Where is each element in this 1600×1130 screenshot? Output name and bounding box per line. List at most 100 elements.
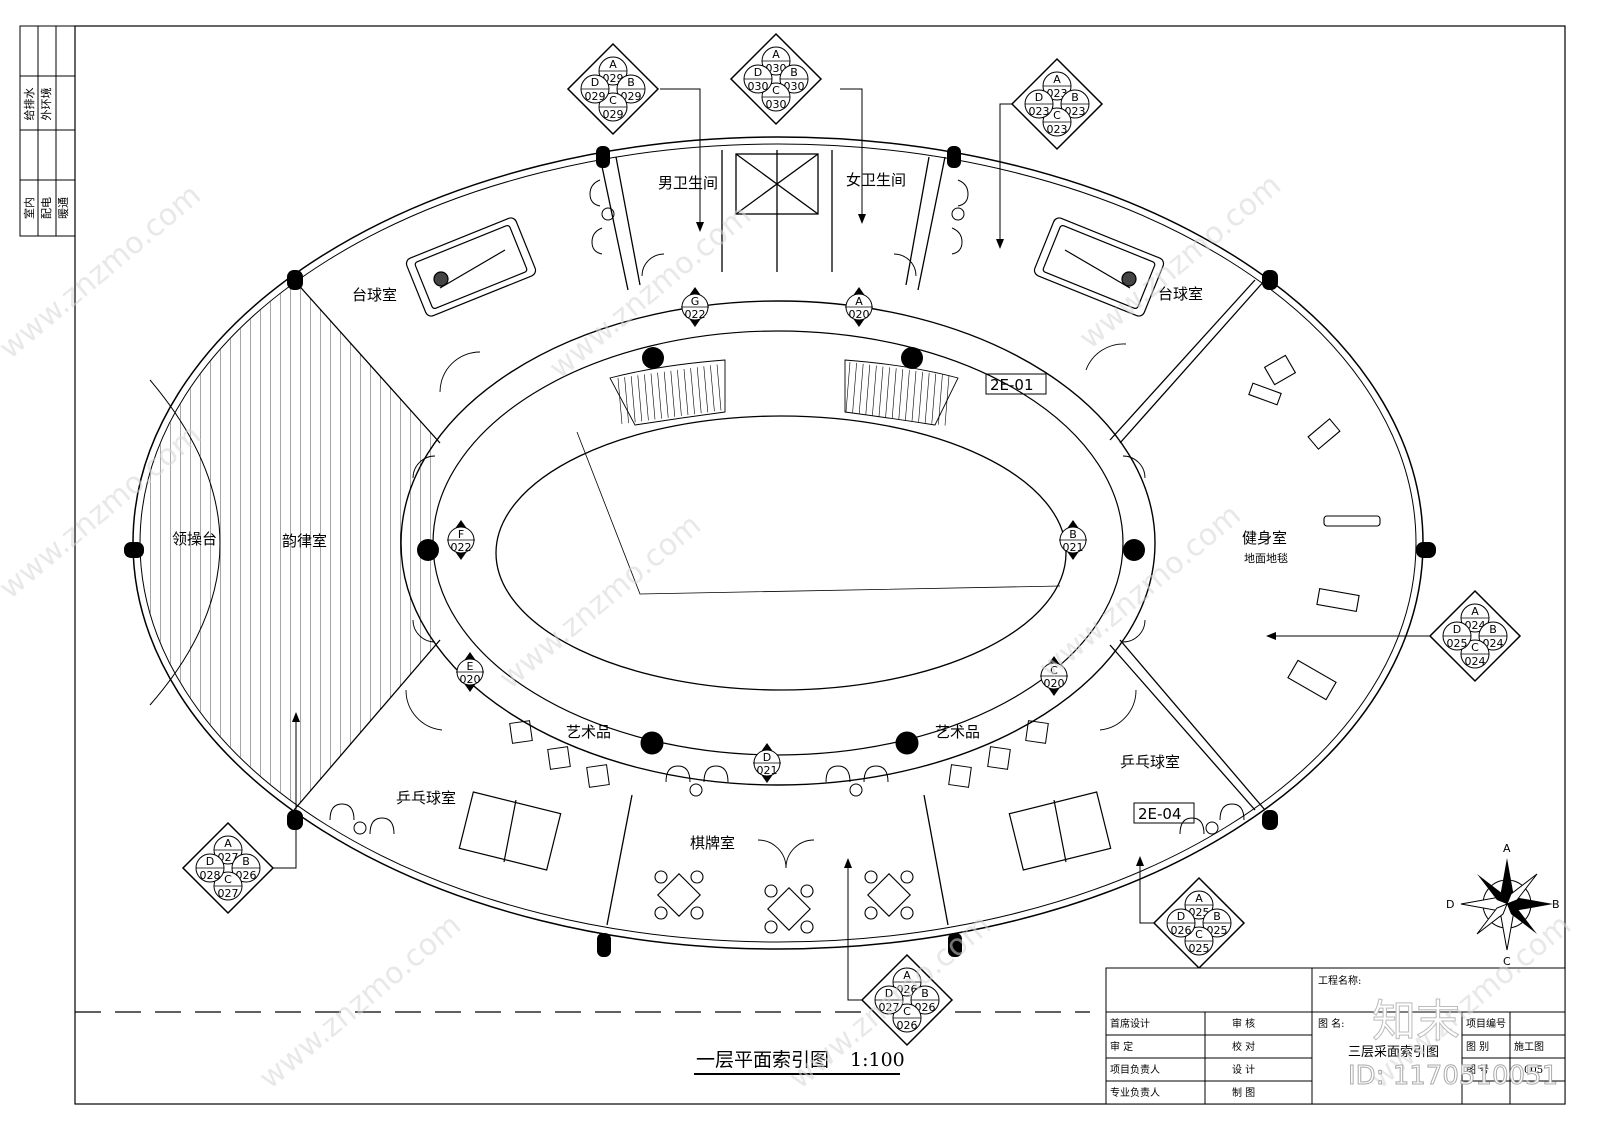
index-letter: D [591, 76, 599, 89]
stair-tread [898, 369, 904, 420]
small-index-number: 020 [460, 673, 481, 686]
index-letter: A [772, 48, 780, 61]
doors [405, 253, 1146, 869]
index-number: 025 [1189, 942, 1210, 955]
watermark-id: ID: 1170510051 [1348, 1061, 1558, 1091]
small-index-letter: A [855, 295, 863, 308]
stair-tread [905, 370, 910, 421]
index-number: 030 [766, 98, 787, 111]
stair-tread [677, 369, 682, 416]
gym-equipment [1248, 354, 1381, 701]
tb-project-no-label: 项目编号 [1466, 1017, 1506, 1030]
billiard-table-right [1033, 217, 1165, 317]
watermark-logo: 知末 [1372, 996, 1460, 1047]
compass-label-b: B [1552, 898, 1560, 911]
stair-tread [644, 374, 649, 421]
index-number: 029 [621, 90, 642, 103]
tb-drawing-name-label: 图 名: [1318, 1017, 1345, 1030]
stair-tread [630, 376, 636, 423]
small-index-number: 020 [1044, 677, 1065, 690]
index-number: 024 [1465, 655, 1486, 668]
index-number: 026 [897, 983, 918, 996]
stair-tread [663, 371, 669, 418]
compass-label-a: A [1503, 842, 1511, 855]
tb-drawing-name: 三层采面索引图 [1348, 1045, 1439, 1060]
pingpong-table-left [458, 791, 562, 871]
strip-label-hvac: 暖通 [57, 197, 70, 219]
index-letter: C [772, 84, 780, 97]
index-number: 029 [603, 72, 624, 85]
index-letter: B [627, 76, 635, 89]
index-letter: A [1195, 892, 1203, 905]
tb-sheet-no-label: 图 号 [1466, 1064, 1489, 1076]
index-letter: D [206, 855, 214, 868]
drawing-frame [74, 25, 1566, 1105]
structural-columns [124, 146, 1436, 957]
stair-tread [845, 361, 851, 413]
art-columns [640, 731, 919, 755]
chess-tables [654, 870, 914, 934]
small-index-number: 021 [1063, 541, 1084, 554]
index-letter: A [609, 58, 617, 71]
index-letter: D [1453, 623, 1461, 636]
stair-tread [696, 367, 702, 414]
room-label-rhythm: 韵律室 [282, 532, 327, 550]
index-letter: A [1053, 73, 1061, 86]
tb-category-value: 施工图 [1514, 1040, 1544, 1053]
stair-tread [938, 374, 943, 425]
watermark-site: www.znzmo.com [253, 908, 468, 1097]
watermark-site: www.znzmo.com [493, 508, 708, 697]
title-block [1105, 967, 1566, 1105]
tb-chief-designer: 首席设计 [1110, 1017, 1150, 1030]
stair-tread [690, 368, 695, 415]
tag-box-2e01 [985, 373, 1047, 395]
art-pedestals [509, 720, 1049, 788]
strip-label-exterior: 外环境 [39, 88, 53, 121]
index-letter: C [224, 873, 232, 886]
small-index-letter: B [1069, 528, 1077, 541]
tb-category-label: 图 别 [1466, 1041, 1489, 1053]
north-compass-icon [1460, 858, 1553, 951]
index-number: 030 [748, 80, 769, 93]
index-letter: C [1195, 928, 1203, 941]
stair-tread [852, 362, 857, 413]
tb-project-name-label: 工程名称: [1318, 974, 1361, 987]
index-letter: C [1053, 109, 1061, 122]
stair-treads [617, 361, 950, 426]
stair-tread [703, 366, 709, 413]
tb-review: 审 核 [1232, 1017, 1255, 1030]
stair-tread [878, 366, 884, 417]
tb-discipline-lead: 专业负责人 [1110, 1086, 1160, 1099]
index-letter: D [1177, 910, 1185, 923]
tag-2e01: 2E-01 [990, 376, 1034, 394]
small-index-letter: E [467, 660, 474, 673]
compass-label-d: D [1446, 898, 1454, 911]
index-number: 027 [879, 1001, 900, 1014]
index-number: 026 [236, 869, 257, 882]
stair-tread [858, 363, 864, 414]
index-number: 023 [1029, 105, 1050, 118]
lounge-seating [329, 179, 1245, 835]
stair-tread [716, 364, 722, 411]
index-letter: D [754, 66, 762, 79]
room-note-gym-carpet: 地面地毯 [1244, 551, 1288, 565]
index-number: 023 [1047, 87, 1068, 100]
tb-sheet-no-value: 005 [1524, 1065, 1543, 1076]
atrium-void [495, 415, 1067, 691]
small-index-letter: D [763, 751, 771, 764]
small-index-letter: F [458, 528, 464, 541]
stair-tread [670, 370, 676, 417]
index-letter: C [609, 94, 617, 107]
stair-tread [924, 372, 930, 423]
room-label-pingpong-right: 乒乓球室 [1120, 753, 1180, 771]
index-number: 023 [1047, 123, 1068, 136]
